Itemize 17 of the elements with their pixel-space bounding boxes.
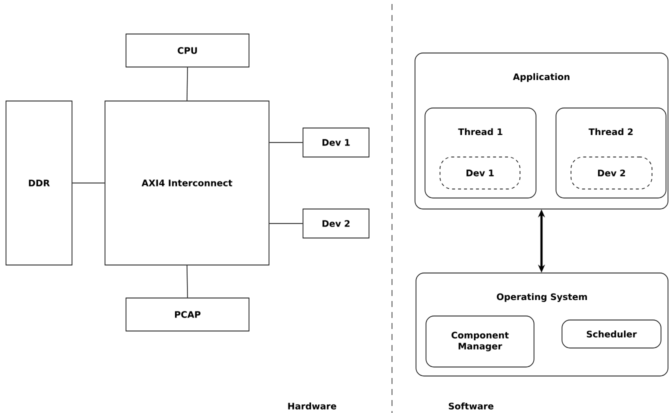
- section-label: Software: [448, 402, 494, 410]
- block-box: PCAP: [126, 298, 250, 332]
- block-box: CPU: [126, 34, 250, 68]
- block-box: Dev 1: [302, 128, 370, 158]
- block-box: AXI4 Interconnect: [104, 100, 270, 266]
- connector-line: [269, 223, 303, 224]
- dashed-box: Dev 2: [570, 156, 652, 190]
- dashed-box: Dev 1: [440, 156, 520, 190]
- connector-line: [186, 265, 188, 298]
- connector-line: [72, 182, 105, 184]
- block-box: DDR: [6, 100, 72, 266]
- connector-line: [186, 67, 188, 101]
- rounded-box: Scheduler: [562, 320, 662, 348]
- block-box: Dev 2: [302, 208, 370, 238]
- connector-line: [269, 142, 303, 143]
- section-label: Hardware: [288, 402, 336, 410]
- rounded-box: Component Manager: [426, 316, 534, 368]
